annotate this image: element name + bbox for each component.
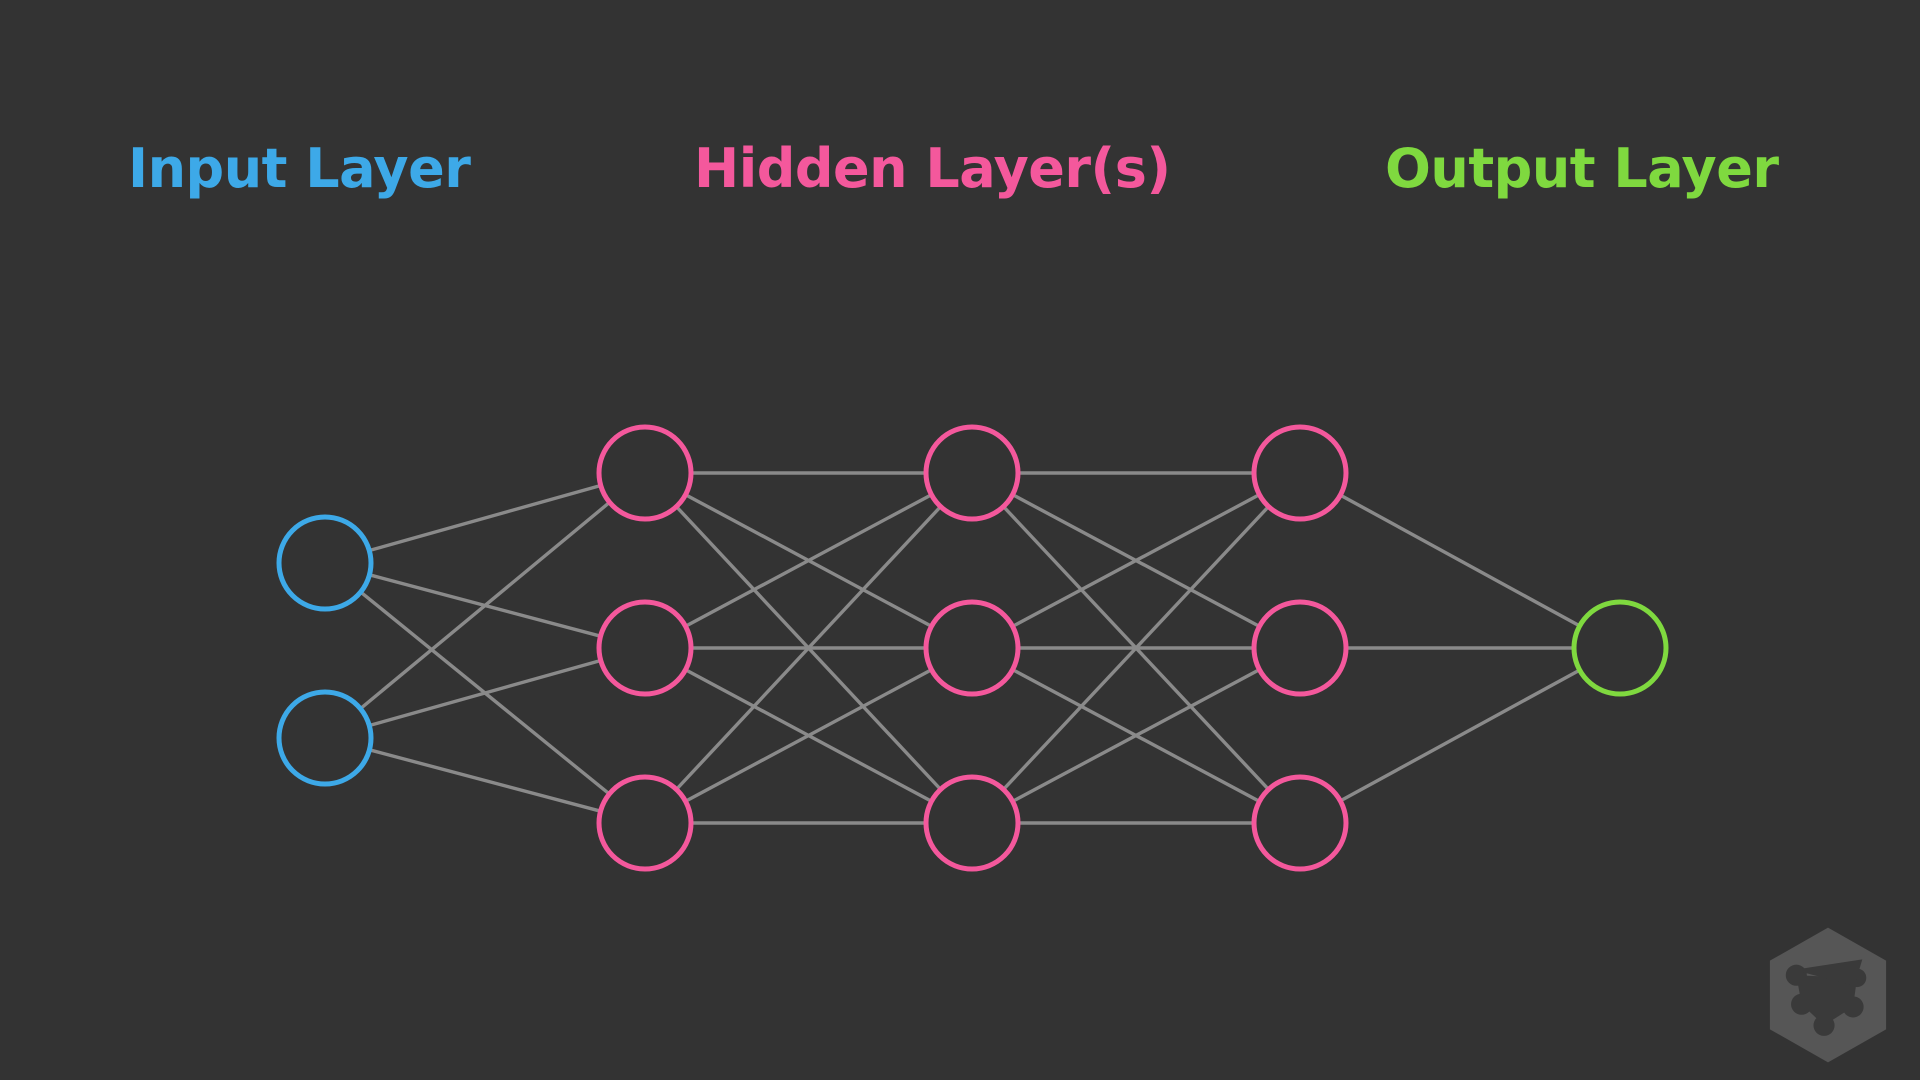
neuron-node-h2-3 [923, 774, 1021, 872]
neuron-node-h1-1 [596, 424, 694, 522]
neuron-node-in-2 [276, 689, 374, 787]
neuron-node-out-1 [1571, 599, 1669, 697]
edges-group [358, 471, 1582, 825]
nodes-group [276, 424, 1669, 872]
neuron-node-h3-3 [1251, 774, 1349, 872]
layer-label-hidden: Hidden Layer(s) [694, 137, 1171, 200]
neuron-node-h2-1 [923, 424, 1021, 522]
edge [1338, 668, 1582, 803]
edge [367, 748, 603, 813]
hexagon-network-logo-watermark [1769, 927, 1887, 1063]
neuron-node-h1-2 [596, 599, 694, 697]
edge [674, 504, 943, 792]
layer-label-output: Output Layer [1385, 137, 1779, 200]
edge [1010, 492, 1262, 629]
neuron-node-in-1 [276, 514, 374, 612]
edge [683, 668, 934, 803]
edge [367, 658, 603, 728]
edge [367, 483, 603, 553]
edge [1338, 493, 1582, 628]
edge [683, 493, 934, 628]
neuron-node-h3-1 [1251, 424, 1349, 522]
layer-label-input: Input Layer [128, 137, 471, 200]
edge [1010, 667, 1262, 804]
network-glyph [1785, 959, 1867, 1036]
neuron-node-h2-2 [923, 599, 1021, 697]
edge [358, 500, 612, 711]
edge [1001, 504, 1271, 792]
neuron-node-h3-2 [1251, 599, 1349, 697]
neuron-node-h1-3 [596, 774, 694, 872]
